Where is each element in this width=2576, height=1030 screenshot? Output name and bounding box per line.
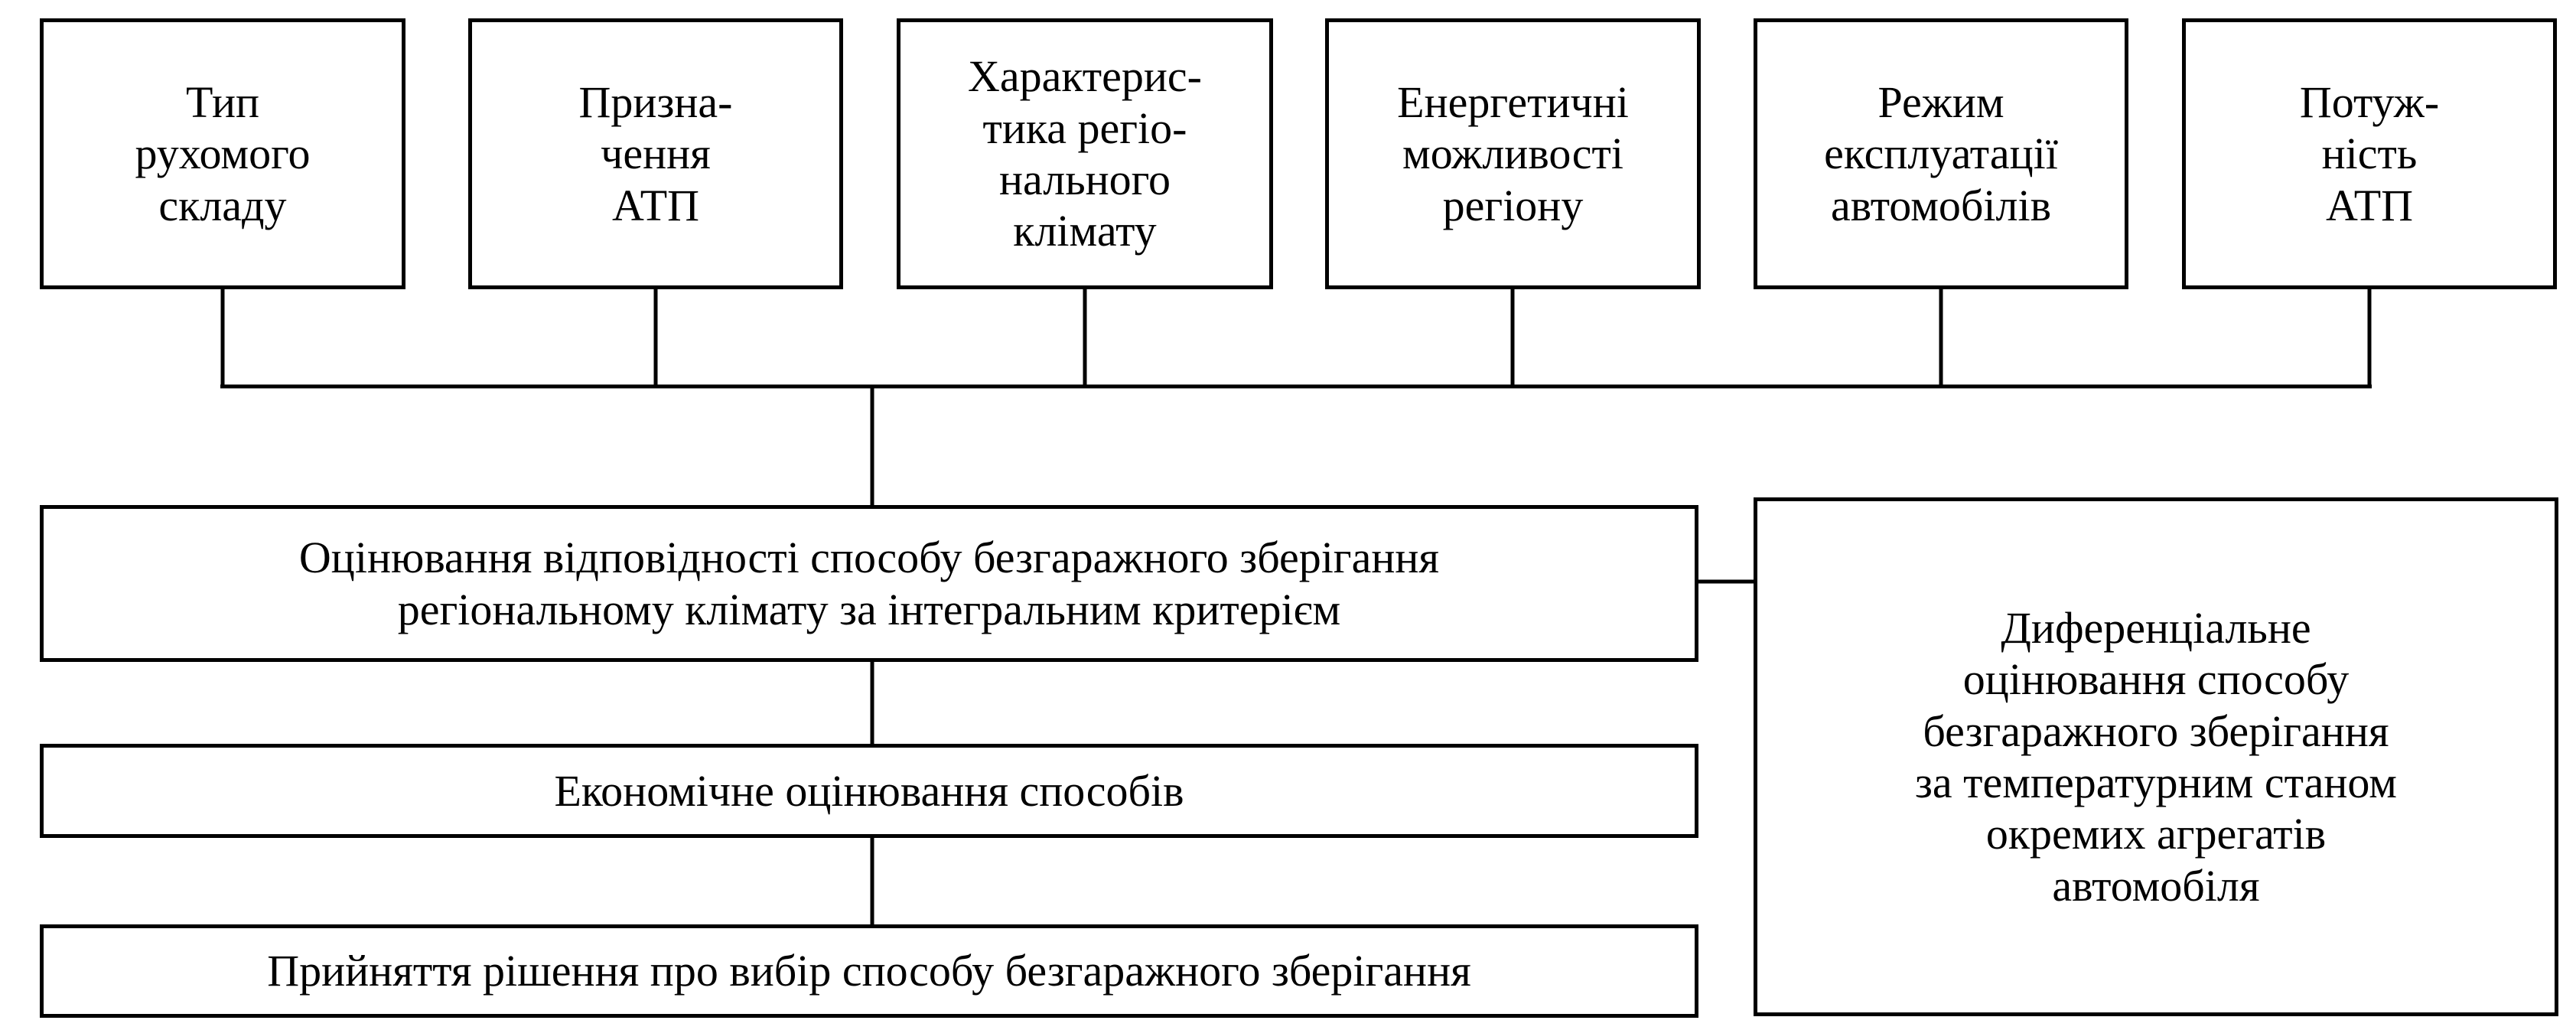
factor-box-energy-capabilities: Енергетичні можливості регіону	[1325, 18, 1701, 289]
decision-box: Прийняття рішення про вибір способу безг…	[40, 924, 1698, 1018]
factor-box-atp-purpose: Призна- чення АТП	[468, 18, 843, 289]
differential-assessment-label: Диференціальне оцінювання способу безгар…	[1914, 603, 2397, 911]
factor-label: Призна- чення АТП	[578, 77, 733, 230]
factor-label: Режим експлуатації автомобілів	[1824, 77, 2058, 230]
factor-box-operation-mode: Режим експлуатації автомобілів	[1754, 18, 2128, 289]
factor-box-regional-climate: Характерис- тика регіо- нального клімату	[897, 18, 1273, 289]
integral-assessment-label: Оцінювання відповідності способу безгара…	[298, 533, 1440, 634]
factor-box-rolling-stock-type: Тип рухомого складу	[40, 18, 405, 289]
factor-label: Потуж- ність АТП	[2299, 77, 2440, 230]
economic-assessment-box: Економічне оцінювання способів	[40, 744, 1698, 838]
differential-assessment-box: Диференціальне оцінювання способу безгар…	[1754, 497, 2558, 1016]
factor-label: Характерис- тика регіо- нального клімату	[968, 51, 1202, 256]
integral-assessment-box: Оцінювання відповідності способу безгара…	[40, 505, 1698, 662]
economic-assessment-label: Економічне оцінювання способів	[554, 765, 1184, 816]
factor-box-atp-capacity: Потуж- ність АТП	[2182, 18, 2557, 289]
factor-label: Енергетичні можливості регіону	[1397, 77, 1629, 230]
decision-label: Прийняття рішення про вибір способу безг…	[267, 946, 1471, 996]
factor-label: Тип рухомого складу	[135, 77, 311, 230]
